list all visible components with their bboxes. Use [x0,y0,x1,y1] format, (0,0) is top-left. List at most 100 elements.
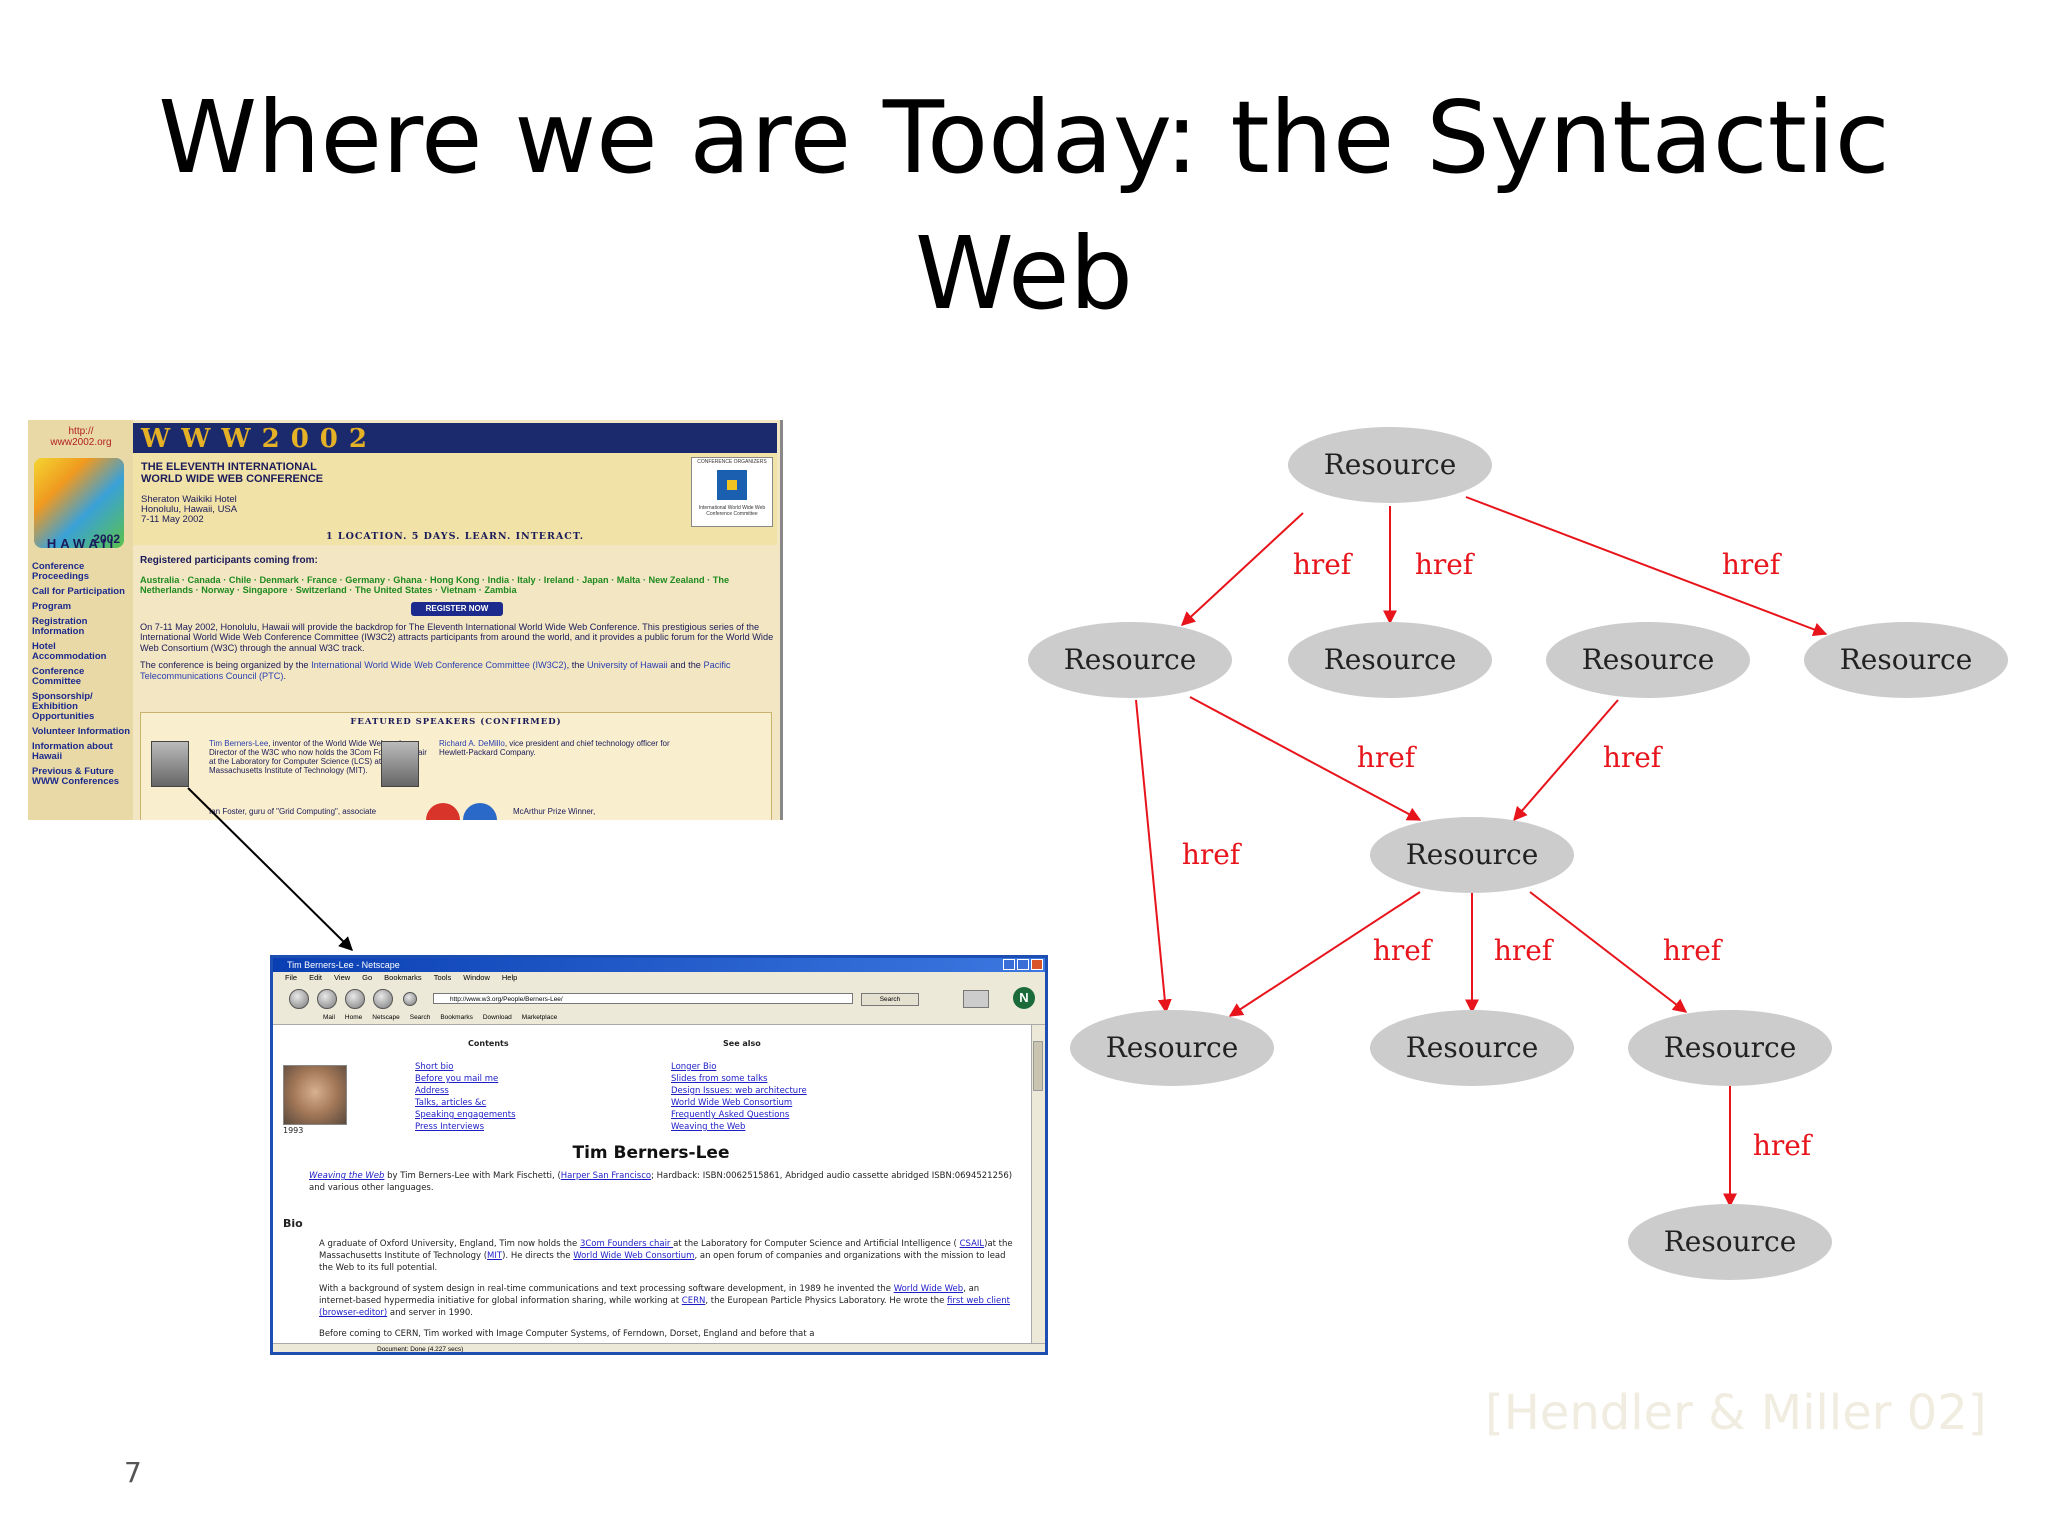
w3c-link[interactable]: World Wide Web Consortium [573,1251,695,1261]
close-icon[interactable] [1031,959,1043,970]
www2002-header: THE ELEVENTH INTERNATIONAL WORLD WIDE WE… [133,453,777,545]
menu-edit[interactable]: Edit [309,973,323,982]
3com-chair-link[interactable]: 3Com Founders chair [579,1239,674,1249]
www2002-sidebar: http:// www2002.org 2002 HAWAII Conferen… [28,420,133,820]
search-button[interactable]: Search [861,993,919,1006]
href-label: href [1373,934,1434,967]
www2002-nav-item[interactable]: Call for Participation [32,586,125,597]
speaker-photo [381,741,419,787]
www2002-nav-item[interactable]: Hotel Accommodation [32,641,107,662]
pt-search[interactable]: Search [409,1014,431,1021]
speaker-4: McArthur Prize Winner, [513,807,596,816]
first-client-link[interactable]: first web client (browser-editor) [319,1296,1010,1318]
menu-file[interactable]: File [285,973,298,982]
www2002-nav-item[interactable]: Information about Hawaii [32,741,113,762]
pt-mail[interactable]: Mail [323,1014,335,1021]
bio-text: A graduate of Oxford University, England… [319,1239,580,1249]
menu-go[interactable]: Go [362,973,373,982]
contents-link[interactable]: Speaking engagements [415,1110,516,1120]
window-titlebar: Tim Berners-Lee - Netscape [273,958,1045,972]
bio-text: , an open forum of companies and organiz… [319,1251,1006,1273]
www2002-nav: Conference Proceedings Call for Particip… [32,562,132,792]
www2002-tagline: 1 LOCATION. 5 DAYS. LEARN. INTERACT. [325,531,585,542]
www2002-nav-item[interactable]: Sponsorship/ Exhibition Opportunities [32,691,95,722]
menu-tools[interactable]: Tools [433,973,452,982]
contents-link[interactable]: Short bio [415,1062,454,1072]
publisher-link[interactable]: Harper San Francisco [560,1171,652,1181]
href-edge [1135,699,1172,1014]
href-edge [1228,891,1421,1017]
see-also-link[interactable]: Design Issues: web architecture [671,1086,807,1096]
vertical-scrollbar[interactable] [1031,1025,1045,1343]
href-edge [1513,699,1619,822]
pt-home[interactable]: Home [344,1014,363,1021]
href-label: href [1753,1129,1814,1162]
stop-icon[interactable] [373,989,393,1009]
www2002-nav-item[interactable]: Conference Committee [32,666,85,687]
www2002-nav-item[interactable]: Registration Information [32,616,88,637]
speaker-1-link[interactable]: Tim Berners-Lee [209,739,269,748]
href-label: href [1182,838,1243,871]
www2002-nav-item[interactable]: Previous & Future WWW Conferences [32,766,120,787]
see-also-link[interactable]: World Wide Web Consortium [671,1098,793,1108]
contents-link[interactable]: Before you mail me [415,1074,499,1084]
menu-view[interactable]: View [334,973,351,982]
cern-link[interactable]: CERN [681,1296,706,1306]
iw3c2-link[interactable]: International World Wide Web Conference … [311,660,567,670]
contents-link[interactable]: Talks, articles &c [415,1098,487,1108]
pt-bookmarks[interactable]: Bookmarks [440,1014,473,1021]
organized-text: . [283,670,287,681]
see-also-links: Longer Bio Slides from some talks Design… [671,1061,807,1133]
maximize-icon[interactable] [1017,959,1029,970]
status-bar: Document: Done (4.227 secs) [273,1343,1045,1352]
address-bar[interactable]: http://www.w3.org/People/Berners-Lee/ [433,993,853,1004]
www2002-url: http:// www2002.org [50,426,112,448]
pt-marketplace[interactable]: Marketplace [521,1014,558,1021]
weaving-the-web-link[interactable]: Weaving the Web [309,1171,385,1181]
back-icon[interactable] [289,989,309,1009]
contents-link[interactable]: Press Interviews [415,1122,485,1132]
forward-icon[interactable] [317,989,337,1009]
countries-list[interactable]: Australia · Canada · Chile · Denmark · F… [140,574,730,596]
print-icon[interactable] [963,990,989,1008]
university-link[interactable]: University of Hawaii [587,660,668,670]
href-edge [1465,496,1828,637]
see-also-link[interactable]: Longer Bio [671,1062,717,1072]
resource-label: Resource [1582,643,1715,676]
mit-link[interactable]: MIT [487,1251,503,1261]
reload-icon[interactable] [345,989,365,1009]
pt-download[interactable]: Download [482,1014,512,1021]
contents-link[interactable]: Address [415,1086,449,1096]
resource-label: Resource [1324,643,1457,676]
book-paragraph: Weaving the Web by Tim Berners-Lee with … [309,1170,1015,1194]
www2002-nav-item[interactable]: Program [32,601,72,612]
resource-label: Resource [1406,838,1539,871]
www2002-nav-item[interactable]: Volunteer Information [32,726,130,737]
www2002-hawaii-label: HAWAII [46,536,118,551]
www-link[interactable]: World Wide Web [893,1284,964,1294]
menu-window[interactable]: Window [463,973,490,982]
see-also-link[interactable]: Slides from some talks [671,1074,768,1084]
see-also-link[interactable]: Frequently Asked Questions [671,1110,790,1120]
bio-text: With a background of system design in re… [319,1284,894,1294]
title-line-2: Web [914,215,1134,332]
menu-bookmarks[interactable]: Bookmarks [384,973,422,982]
www2002-organizers-box[interactable]: CONFERENCE ORGANIZERS International Worl… [691,457,773,527]
resource-node [1028,622,1232,698]
pt-netscape[interactable]: Netscape [372,1014,400,1021]
see-also-link[interactable]: Weaving the Web [671,1122,746,1132]
resource-label: Resource [1840,643,1973,676]
speaker-2-link[interactable]: Richard A. DeMillo [439,739,505,748]
speakers-heading: FEATURED SPEAKERS (CONFIRMED) [350,717,562,727]
citation: [Hendler & Miller 02] [1485,1385,1987,1441]
register-now-button[interactable]: REGISTER NOW [411,601,503,616]
menu-help[interactable]: Help [501,973,518,982]
minimize-icon[interactable] [1003,959,1015,970]
home-icon[interactable] [403,992,417,1006]
resource-node [1628,1010,1832,1086]
ptc-link[interactable]: Pacific Telecommunications Council (PTC) [140,660,731,681]
href-label: href [1357,741,1418,774]
www2002-nav-item[interactable]: Conference Proceedings [32,561,90,582]
resource-node [1546,622,1750,698]
csail-link[interactable]: CSAIL [959,1239,985,1249]
